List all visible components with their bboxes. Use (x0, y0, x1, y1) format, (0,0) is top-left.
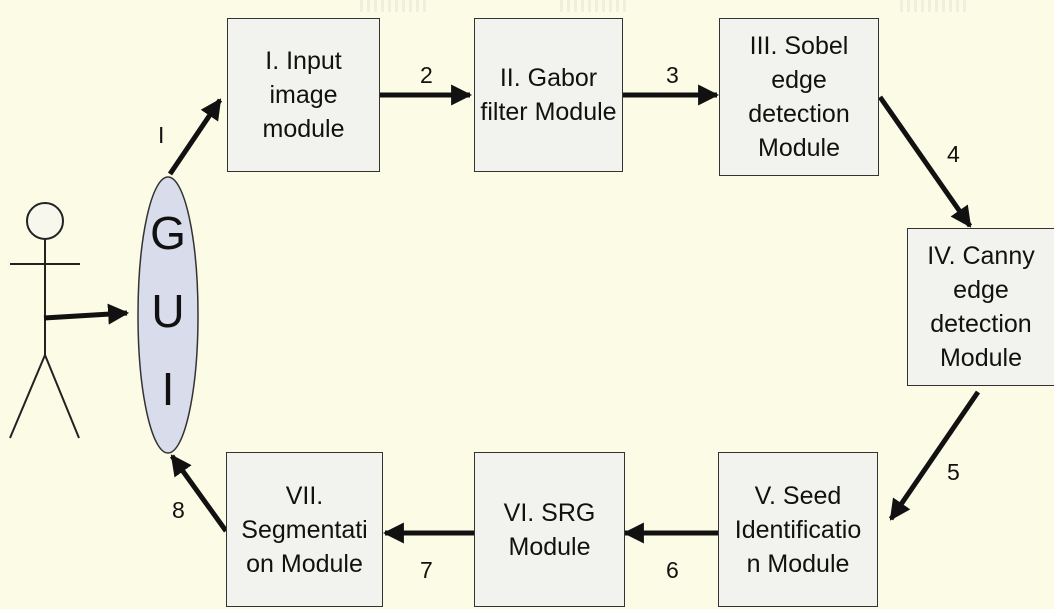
module-srg[interactable]: VI. SRG Module (474, 452, 625, 607)
background-texture (560, 0, 630, 12)
module-canny-edge-detection[interactable]: IV. Canny edge detection Module (907, 228, 1054, 386)
edge-label-1: I (158, 122, 165, 148)
background-texture (900, 0, 970, 12)
arrow-actor-to-gui (43, 303, 130, 325)
edge-label-4: 4 (947, 141, 960, 167)
arrow-5 (888, 390, 981, 521)
module-gabor-filter[interactable]: II. Gabor filter Module (474, 18, 623, 172)
edge-label-2: 2 (420, 62, 433, 88)
module-label: VII. Segmentati on Module (241, 481, 368, 578)
module-sobel-edge-detection[interactable]: III. Sobel edge detection Module (719, 18, 879, 176)
edge-label-6: 6 (666, 557, 679, 583)
edge-label-5: 5 (947, 459, 960, 485)
module-seed-identification[interactable]: V. Seed Identificatio n Module (718, 452, 878, 607)
edge-label-7: 7 (420, 557, 433, 583)
module-label: III. Sobel edge detection Module (748, 32, 850, 162)
actor-figure (9, 202, 80, 439)
gui-letter-g: G (150, 207, 186, 259)
gui-letter-u: U (151, 285, 185, 337)
module-label: VI. SRG Module (503, 498, 596, 561)
arrow-1 (167, 98, 223, 176)
module-segmentation[interactable]: VII. Segmentati on Module (226, 452, 383, 607)
gui-ellipse[interactable] (137, 176, 199, 454)
module-label: V. Seed Identificatio n Module (734, 481, 862, 578)
background-texture (360, 0, 430, 12)
gui-letter-i: I (161, 363, 175, 415)
module-label: II. Gabor filter Module (480, 64, 617, 126)
edge-label-8: 8 (172, 497, 185, 523)
edge-label-3: 3 (666, 62, 679, 88)
arrow-8 (169, 454, 229, 533)
arrow-4 (877, 95, 973, 228)
module-label: IV. Canny edge detection Module (927, 242, 1035, 372)
module-label: I. Input image module (262, 47, 345, 143)
module-input-image[interactable]: I. Input image module (227, 18, 380, 172)
